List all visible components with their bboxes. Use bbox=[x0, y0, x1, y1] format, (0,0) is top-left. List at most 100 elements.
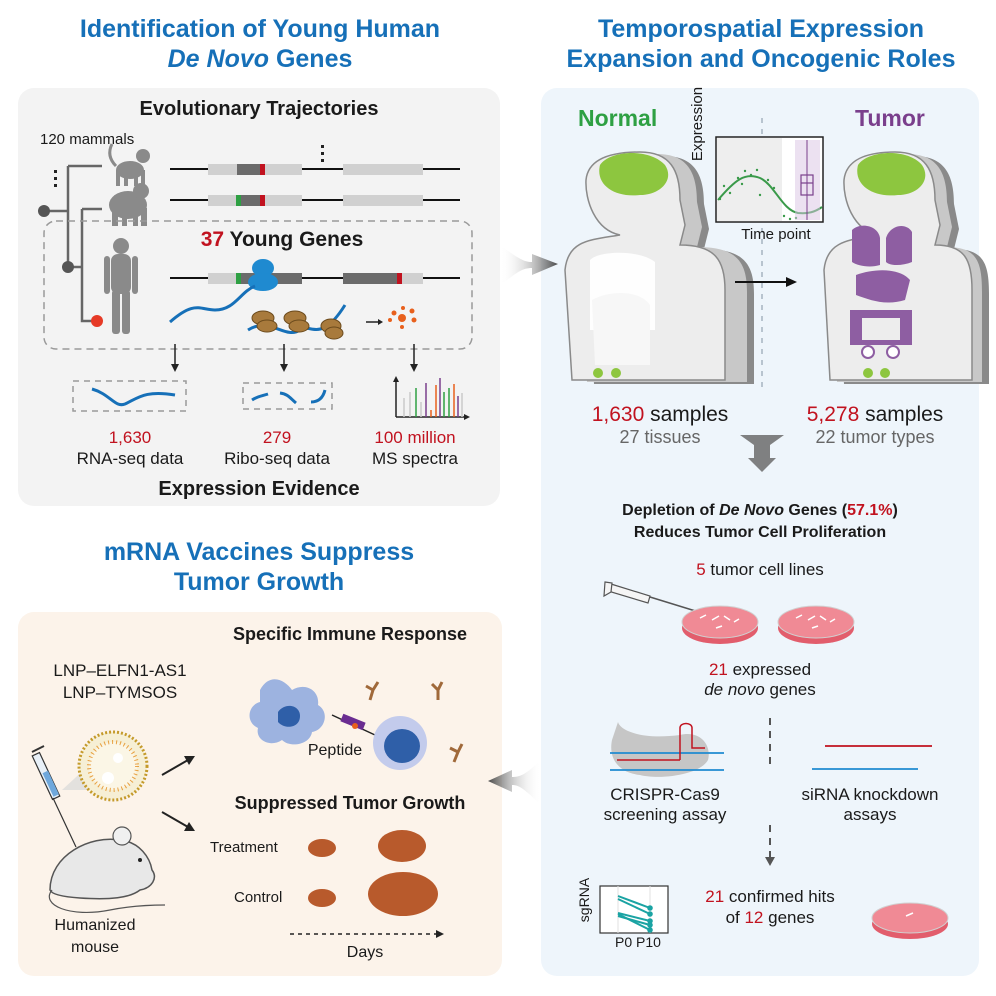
tumor-samples-value: 5,278 bbox=[806, 403, 860, 426]
tree-node bbox=[38, 205, 50, 217]
ellipsis-icon bbox=[54, 170, 57, 187]
depletion-line2: Reduces Tumor Cell Proliferation bbox=[633, 524, 887, 541]
ribo-fragments-icon bbox=[242, 382, 333, 410]
young-genes-box bbox=[43, 220, 473, 350]
vaccines-title: mRNA Vaccines Suppress Tumor Growth bbox=[18, 537, 500, 597]
crispr-line1: CRISPR-Cas9 bbox=[610, 785, 720, 804]
gene-track-gorilla bbox=[170, 195, 460, 206]
title-italic: De Novo bbox=[167, 45, 270, 73]
evidence-rna-seq: 1,630 RNA-seq data bbox=[60, 427, 200, 469]
evidence-label: MS spectra bbox=[372, 449, 458, 468]
crispr-label: CRISPR-Cas9 screening assay bbox=[575, 785, 755, 825]
expressed-genes-label: 21 expressed de novo genes bbox=[660, 660, 860, 700]
sirna-label: siRNA knockdown assays bbox=[780, 785, 960, 825]
flow-arrow-right-icon bbox=[500, 245, 558, 285]
ellipsis-icon bbox=[321, 145, 324, 162]
tumor-samples: 5,278 samples 22 tumor types bbox=[785, 404, 965, 448]
ms-spectrum-icon bbox=[393, 376, 470, 420]
petri-dish-icon bbox=[681, 605, 759, 644]
depletion-title: Depletion of De Novo Genes (57.1%) Reduc… bbox=[541, 500, 979, 544]
mouse-label-line1: Humanized bbox=[54, 917, 136, 934]
evidence-value: 279 bbox=[262, 428, 292, 447]
human-node bbox=[91, 315, 103, 327]
young-genes-label: 37 Young Genes bbox=[162, 228, 402, 252]
mrna-strand bbox=[169, 284, 256, 324]
normal-samples: 1,630 samples 27 tissues bbox=[560, 404, 760, 448]
monkey-icon bbox=[108, 143, 150, 186]
identification-title-line1: Identification of Young Human bbox=[79, 15, 441, 43]
outcome-arrow bbox=[161, 759, 189, 776]
lnp-labels: LNP–ELFN1-AS1 LNP–TYMSOS bbox=[30, 660, 210, 704]
petri-dish-icon bbox=[777, 605, 855, 644]
tumor-body-icon bbox=[823, 151, 989, 384]
sirna-line2: assays bbox=[843, 805, 897, 824]
normal-body-icon bbox=[564, 151, 754, 384]
normal-samples-label: samples bbox=[644, 403, 729, 426]
temporospatial-title: Temporospatial Expression Expansion and … bbox=[541, 14, 981, 74]
down-arrow-icon bbox=[740, 435, 784, 472]
gorilla-icon bbox=[109, 183, 149, 226]
antibody-icon bbox=[365, 681, 464, 763]
mouse-icon bbox=[48, 826, 166, 914]
depletion-prefix: Depletion of bbox=[622, 502, 720, 519]
translating-ribosomes-icon bbox=[251, 310, 344, 340]
expressed-text: expressed bbox=[727, 660, 812, 679]
crispr-line2: screening assay bbox=[603, 805, 727, 824]
temporospatial-title-line1: Temporospatial Expression bbox=[597, 15, 924, 43]
hits-text: confirmed hits bbox=[724, 887, 835, 906]
dendritic-cell-icon bbox=[249, 679, 325, 745]
flow-arrow-left-icon bbox=[488, 760, 541, 805]
plot-xlabel: Time point bbox=[741, 226, 811, 243]
evidence-label: Ribo-seq data bbox=[224, 449, 330, 468]
lnp2-label: LNP–TYMSOS bbox=[62, 683, 178, 702]
control-label: Control bbox=[234, 889, 283, 906]
normal-tissues: 27 tissues bbox=[619, 427, 701, 447]
brain-icon bbox=[857, 152, 926, 196]
sgrna-xlabels: P0 P10 bbox=[615, 934, 661, 950]
vaccines-title-line2: Tumor Growth bbox=[173, 568, 345, 596]
lung-icon bbox=[852, 225, 880, 267]
crispr-cas9-icon bbox=[610, 722, 724, 777]
immune-title: Specific Immune Response bbox=[232, 624, 468, 644]
treatment-label: Treatment bbox=[210, 839, 278, 856]
hits-of: of bbox=[725, 908, 745, 927]
rna-wave-icon bbox=[72, 380, 187, 412]
evidence-ribo-seq: 279 Ribo-seq data bbox=[207, 427, 347, 469]
syringe-icon bbox=[31, 745, 77, 848]
mouse-label-line2: mouse bbox=[70, 939, 120, 956]
evidence-label: RNA-seq data bbox=[76, 449, 184, 468]
evidence-arrows bbox=[174, 344, 415, 366]
identification-title-line2: De Novo Genes bbox=[20, 44, 500, 74]
identification-title: Identification of Young Human De Novo Ge… bbox=[20, 14, 500, 74]
vaccines-title-line1: mRNA Vaccines Suppress bbox=[103, 538, 415, 566]
petri-dish-icon bbox=[871, 902, 949, 939]
t-cell-icon bbox=[373, 716, 427, 770]
evidence-ms-spectra: 100 million MS spectra bbox=[350, 427, 480, 469]
lnp1-label: LNP–ELFN1-AS1 bbox=[53, 661, 187, 680]
cell-lines-label: 5 tumor cell lines bbox=[660, 560, 860, 580]
sgrna-chart bbox=[599, 885, 669, 934]
peptide-mhc-icon bbox=[331, 713, 376, 736]
evidence-value: 100 million bbox=[374, 428, 456, 447]
depletion-italic: De Novo bbox=[719, 502, 784, 519]
sirna-icon bbox=[812, 745, 932, 770]
confirmed-hits-label: 21 confirmed hits of 12 genes bbox=[680, 886, 860, 928]
normal-samples-value: 1,630 bbox=[591, 403, 645, 426]
hits-count: 21 bbox=[705, 887, 725, 906]
title-rest: Genes bbox=[269, 45, 353, 73]
stomach-icon bbox=[856, 270, 910, 303]
peptide-label: Peptide bbox=[307, 742, 363, 759]
hits-genes-count: 12 bbox=[744, 908, 764, 927]
tree-node bbox=[62, 261, 74, 273]
peptide-fragments-icon bbox=[388, 306, 417, 329]
tumor-samples-label: samples bbox=[859, 403, 944, 426]
mouse-label: Humanized mouse bbox=[40, 915, 150, 959]
lnp-nanoparticle-icon bbox=[77, 730, 149, 802]
gene-track-monkey bbox=[170, 164, 460, 175]
normal-label: Normal bbox=[578, 105, 658, 131]
cell-lines-count: 5 bbox=[696, 560, 706, 579]
expression-plot bbox=[715, 136, 824, 223]
